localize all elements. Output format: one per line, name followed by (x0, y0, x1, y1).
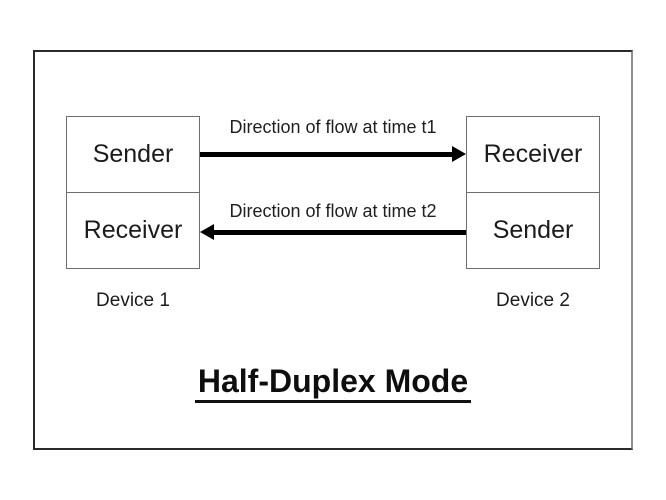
device1-sender-label: Sender (92, 140, 174, 168)
right-arrowhead-icon (452, 146, 466, 162)
flow-arrow-t1 (200, 146, 466, 163)
device2-stack: Receiver Sender (466, 116, 600, 269)
device1-receiver-label: Receiver (83, 215, 183, 244)
device2-sender-box: Sender (466, 191, 600, 269)
diagram-title: Half-Duplex Mode (194, 364, 472, 403)
title-row: Half-Duplex Mode (33, 364, 633, 403)
device1-sender-box: Sender (66, 116, 200, 193)
device2-caption: Device 2 (496, 290, 570, 311)
left-arrowhead-icon (200, 224, 214, 240)
flow-label-t1: Direction of flow at time t1 (229, 117, 437, 137)
device1-caption: Device 1 (96, 290, 170, 311)
arrow-t1-line (200, 152, 453, 157)
device2-receiver-box: Receiver (466, 116, 600, 193)
flow-arrow-t2 (200, 224, 466, 241)
device2-sender-label: Sender (492, 215, 574, 244)
device2-receiver-label: Receiver (483, 140, 583, 168)
device1-stack: Sender Receiver (66, 116, 200, 269)
device1-receiver-box: Receiver (66, 191, 200, 269)
arrow-t2-line (213, 230, 466, 235)
flow-label-t2: Direction of flow at time t2 (229, 201, 437, 221)
